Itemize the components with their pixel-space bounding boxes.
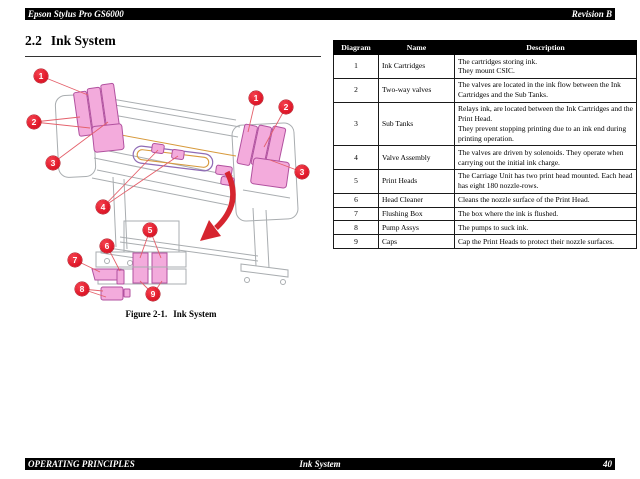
footer-page-number: 40	[603, 459, 612, 469]
callout-badge-2: 2	[27, 115, 41, 129]
callout-badge-3: 3	[295, 165, 309, 179]
callout-badge-2: 2	[279, 100, 293, 114]
cell-part-name: Two-way valves	[378, 77, 455, 103]
column-header-diagram: Diagram	[333, 40, 379, 55]
cell-diagram-number: 1	[333, 54, 379, 79]
cell-diagram-number: 5	[333, 168, 379, 194]
cell-part-name: Sub Tanks	[378, 101, 455, 147]
callout-badge-9: 9	[146, 287, 160, 301]
cell-part-name: Print Heads	[378, 168, 455, 194]
cell-diagram-number: 8	[333, 220, 379, 236]
cell-part-name: Pump Assys	[378, 220, 455, 236]
cell-diagram-number: 2	[333, 77, 379, 103]
cell-part-name: Valve Assembly	[378, 145, 455, 170]
cell-part-name: Flushing Box	[378, 206, 455, 222]
cell-description: The cartridges storing ink.They mount CS…	[454, 54, 637, 79]
header-product-title: Epson Stylus Pro GS6000	[28, 9, 124, 19]
cell-description: The valves are driven by solenoids. They…	[454, 145, 637, 170]
page-footer-bar: OPERATING PRINCIPLES Ink System 40	[25, 458, 615, 470]
callout-badge-1: 1	[34, 69, 48, 83]
section-heading: 2.2 Ink System	[25, 33, 321, 57]
section-title: Ink System	[50, 33, 116, 48]
cell-part-name: Caps	[378, 234, 455, 250]
figure-caption-label: Figure 2-1.	[125, 309, 168, 319]
callout-badge-6: 6	[100, 239, 114, 253]
figure-caption-title: Ink System	[173, 309, 217, 319]
cell-description: The Carriage Unit has two print head mou…	[454, 168, 637, 194]
callout-badge-5: 5	[143, 223, 157, 237]
cell-part-name: Ink Cartridges	[378, 54, 455, 79]
cell-description: Cap the Print Heads to protect their noz…	[454, 234, 637, 250]
cell-description: The box where the ink is flushed.	[454, 206, 637, 222]
cell-part-name: Head Cleaner	[378, 192, 455, 208]
callout-badge-3: 3	[46, 156, 60, 170]
callout-badge-1: 1	[249, 91, 263, 105]
column-header-description: Description	[454, 40, 637, 55]
footer-section: Ink System	[299, 459, 341, 469]
cell-diagram-number: 4	[333, 145, 379, 170]
zoom-arrow-icon	[200, 170, 236, 241]
callout-badge-8: 8	[75, 282, 89, 296]
cell-diagram-number: 9	[333, 234, 379, 250]
cell-diagram-number: 6	[333, 192, 379, 208]
header-revision: Revision B	[571, 9, 612, 19]
table-header-row: Diagram Name Description	[333, 40, 637, 55]
figure-caption: Figure 2-1. Ink System	[25, 309, 317, 319]
callout-badge-7: 7	[68, 253, 82, 267]
column-header-name: Name	[378, 40, 455, 55]
footer-chapter: OPERATING PRINCIPLES	[28, 459, 135, 469]
cell-description: The pumps to suck ink.	[454, 220, 637, 236]
cell-description: Relays ink, are located between the Ink …	[454, 101, 637, 147]
cell-diagram-number: 7	[333, 206, 379, 222]
cell-diagram-number: 3	[333, 101, 379, 147]
page-header-bar: Epson Stylus Pro GS6000 Revision B	[25, 8, 615, 20]
section-number: 2.2	[25, 33, 42, 48]
callout-badge-4: 4	[96, 200, 110, 214]
cell-description: Cleans the nozzle surface of the Print H…	[454, 192, 637, 208]
cell-description: The valves are located in the ink flow b…	[454, 77, 637, 103]
